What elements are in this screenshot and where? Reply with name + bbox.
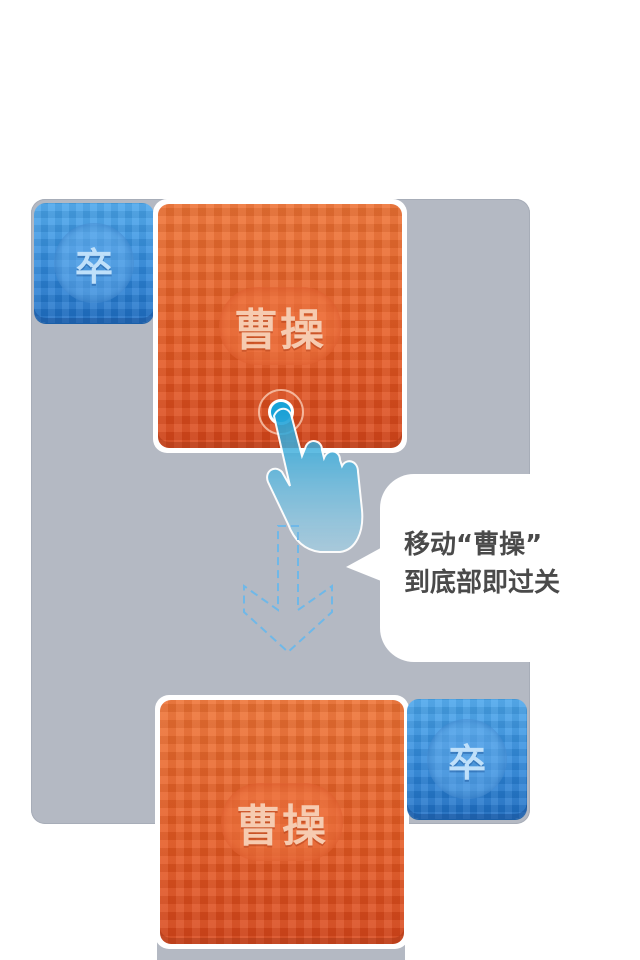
bubble-tail	[346, 545, 386, 583]
soldier-piece-top[interactable]: 卒	[34, 203, 154, 323]
soldier-piece-bottom[interactable]: 卒	[407, 699, 527, 819]
soldier-label: 卒	[54, 223, 134, 303]
caocao-piece-goal: 曹操	[155, 695, 409, 949]
caocao-piece-top[interactable]: 曹操	[153, 199, 407, 453]
hint-line-2: 到底部即过关	[404, 568, 561, 598]
hint-line-1: 移动“曹操”	[404, 530, 543, 560]
soldier-goal-label: 卒	[427, 719, 507, 799]
caocao-label: 曹操	[219, 287, 341, 365]
caocao-goal-label: 曹操	[221, 783, 343, 861]
pointing-hand-icon	[266, 407, 364, 553]
dashed-down-arrow-icon	[243, 525, 333, 654]
hint-bubble: 移动“曹操” 到底部即过关	[380, 474, 640, 662]
